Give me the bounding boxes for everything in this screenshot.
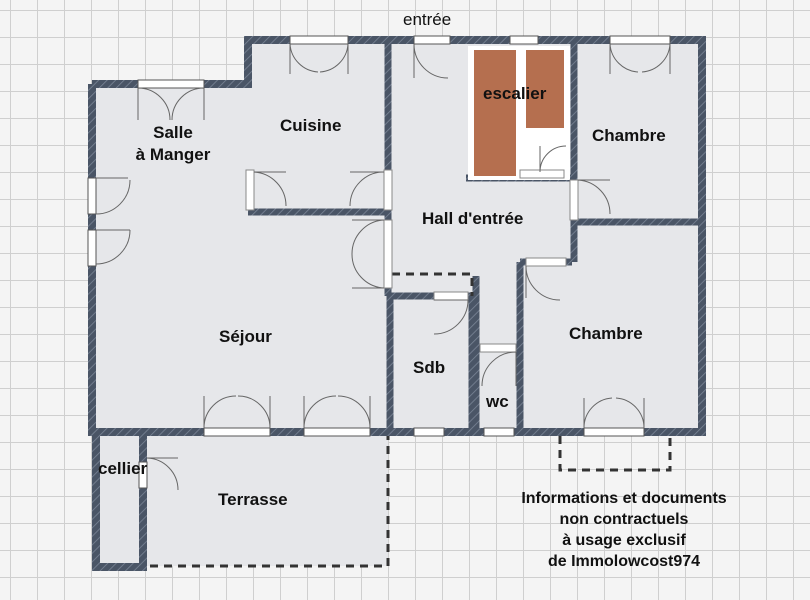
dashed-outlines	[150, 272, 672, 568]
staircase	[468, 46, 570, 180]
window-chambre-bottom	[583, 427, 645, 437]
sejour-label: Séjour	[219, 327, 272, 346]
window-left-2	[87, 229, 97, 267]
notice-line-2: non contractuels	[559, 511, 689, 528]
door-swings	[95, 43, 671, 491]
window-salle	[137, 79, 205, 89]
notice-line-1: Informations et documents	[521, 490, 727, 507]
salle-label-line2: à Manger	[135, 145, 211, 164]
sdb-label: Sdb	[413, 358, 446, 377]
entree-label: entrée	[403, 10, 452, 29]
window-cuisine	[289, 35, 349, 45]
terrasse-outline	[150, 436, 390, 568]
windows	[87, 35, 671, 489]
balcony-outline	[558, 436, 672, 472]
window-sejour-1	[203, 427, 271, 437]
salle-label-line1: Salle	[153, 123, 193, 142]
terrasse-floor	[144, 434, 388, 566]
window-sejour-2	[303, 427, 371, 437]
wc-label: wc	[486, 392, 509, 411]
cellier-floor	[96, 434, 142, 568]
chambre-top-label: Chambre	[592, 126, 666, 145]
disclaimer-notice: Informations et documents non contractue…	[495, 488, 753, 572]
notice-line-4: de Immolowcost974	[547, 553, 701, 570]
stair-flight-1	[474, 50, 516, 176]
notice-line-3: à usage exclusif	[562, 532, 686, 549]
main-floor	[92, 40, 702, 432]
window-cellier	[138, 461, 148, 489]
window-stair	[509, 35, 539, 45]
chambre-bottom-label: Chambre	[569, 324, 643, 343]
terrasse-label: Terrasse	[218, 490, 288, 509]
exterior-walls	[88, 36, 706, 571]
salle-a-manger-label: Salle à Manger	[118, 122, 228, 166]
hall-label: Hall d'entrée	[422, 209, 524, 228]
window-sdb	[413, 427, 445, 437]
window-wc	[483, 427, 515, 437]
window-chambre-top	[609, 35, 671, 45]
cellier-wall	[92, 432, 147, 571]
cellier-label: cellier	[98, 459, 148, 478]
window-entree	[413, 35, 451, 45]
stair-flight-2	[526, 50, 564, 128]
door-openings	[245, 169, 579, 353]
escalier-label: escalier	[483, 84, 547, 103]
window-left-1	[87, 177, 97, 215]
cuisine-label: Cuisine	[280, 116, 342, 135]
